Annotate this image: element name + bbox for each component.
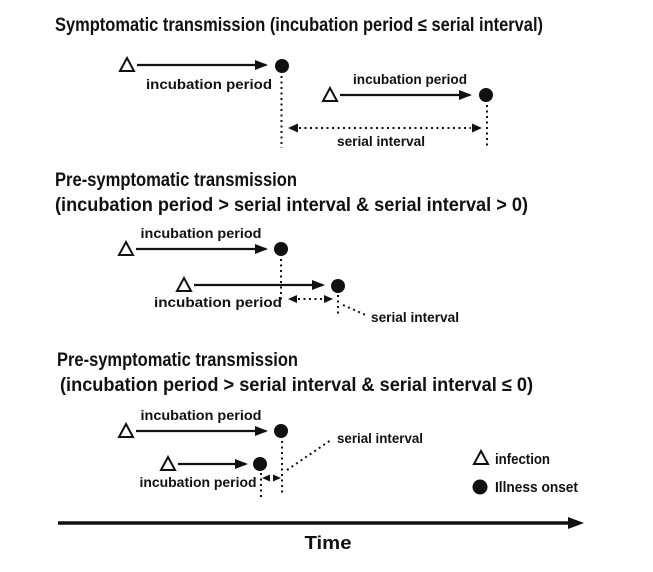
section-presymptomatic-positive: Pre-symptomatic transmission (incubation… xyxy=(55,170,528,325)
infection-triangle-icon xyxy=(117,239,135,256)
arrowhead-left-icon xyxy=(288,295,297,303)
section3-title-line1: Pre-symptomatic transmission xyxy=(57,350,298,371)
serial-interval-label: serial interval xyxy=(337,430,423,446)
infection-triangle-icon xyxy=(118,55,136,72)
illness-onset-dot-icon xyxy=(331,279,345,293)
incubation-period-label: incubation period xyxy=(146,76,272,92)
arrowhead-left-icon xyxy=(262,474,270,482)
infection-triangle-icon xyxy=(321,85,339,102)
incubation-period-label: incubation period xyxy=(353,71,467,87)
arrowhead-left-icon xyxy=(288,123,298,133)
incubation-period-label: incubation period xyxy=(140,474,257,490)
illness-onset-dot-icon xyxy=(274,242,288,256)
infection-triangle-icon xyxy=(117,421,135,438)
incubation-period-label: incubation period xyxy=(154,294,282,310)
illness-onset-dot-icon xyxy=(472,479,488,495)
section1-title: Symptomatic transmission (incubation per… xyxy=(55,15,543,36)
serial-interval-label: serial interval xyxy=(337,133,425,149)
callout-leader-line xyxy=(286,439,332,471)
illness-onset-dot-icon xyxy=(253,457,267,471)
infection-triangle-icon xyxy=(159,454,177,471)
legend: infection Illness onset xyxy=(472,448,578,496)
infection-triangle-icon xyxy=(472,448,490,465)
incubation-period-label: incubation period xyxy=(141,407,262,423)
illness-onset-dot-icon xyxy=(274,424,288,438)
arrowhead-right-icon xyxy=(273,474,281,482)
section2-title-line2: (incubation period > serial interval & s… xyxy=(55,195,528,216)
callout-leader-line xyxy=(342,304,369,317)
legend-infection-label: infection xyxy=(495,452,550,468)
infection-triangle-icon xyxy=(175,275,193,292)
section-presymptomatic-nonpositive: Pre-symptomatic transmission (incubation… xyxy=(57,350,533,499)
serial-interval-label: serial interval xyxy=(371,309,459,325)
illness-onset-dot-icon xyxy=(275,59,289,73)
time-axis: Time xyxy=(58,517,584,553)
section2-title-line1: Pre-symptomatic transmission xyxy=(55,170,297,191)
incubation-period-label: incubation period xyxy=(141,225,262,241)
arrowhead-right-icon xyxy=(324,295,333,303)
time-axis-arrowhead-icon xyxy=(568,517,584,529)
section-symptomatic: Symptomatic transmission (incubation per… xyxy=(55,15,543,149)
section3-title-line2: (incubation period > serial interval & s… xyxy=(60,375,533,396)
time-axis-label: Time xyxy=(305,533,352,553)
arrowhead-right-icon xyxy=(472,123,482,133)
illness-onset-dot-icon xyxy=(479,88,493,102)
legend-illness-onset-label: Illness onset xyxy=(495,480,578,496)
